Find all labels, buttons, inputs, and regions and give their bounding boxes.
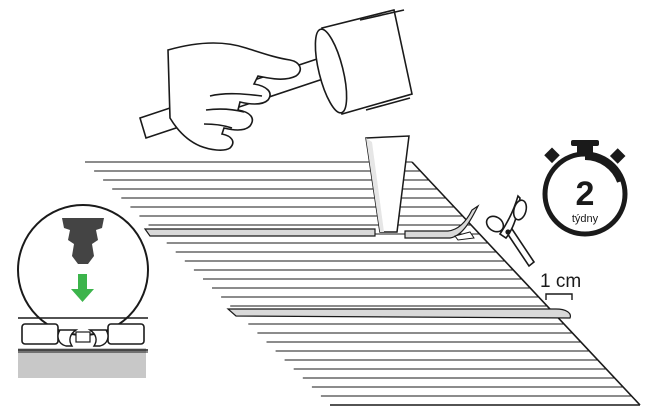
upper-strip [145,206,478,240]
stopwatch-icon: 2 týdny [544,140,625,234]
hand-icon [168,43,300,150]
measurement-label: 1 cm [540,271,581,292]
timer-number: 2 [576,175,595,213]
detail-circle [18,205,148,378]
wedge-icon [366,136,409,232]
timer-unit: týdny [572,213,599,225]
scissors-icon [484,196,534,266]
measurement-marker: 1 cm [540,271,581,300]
lower-strip [228,309,570,318]
